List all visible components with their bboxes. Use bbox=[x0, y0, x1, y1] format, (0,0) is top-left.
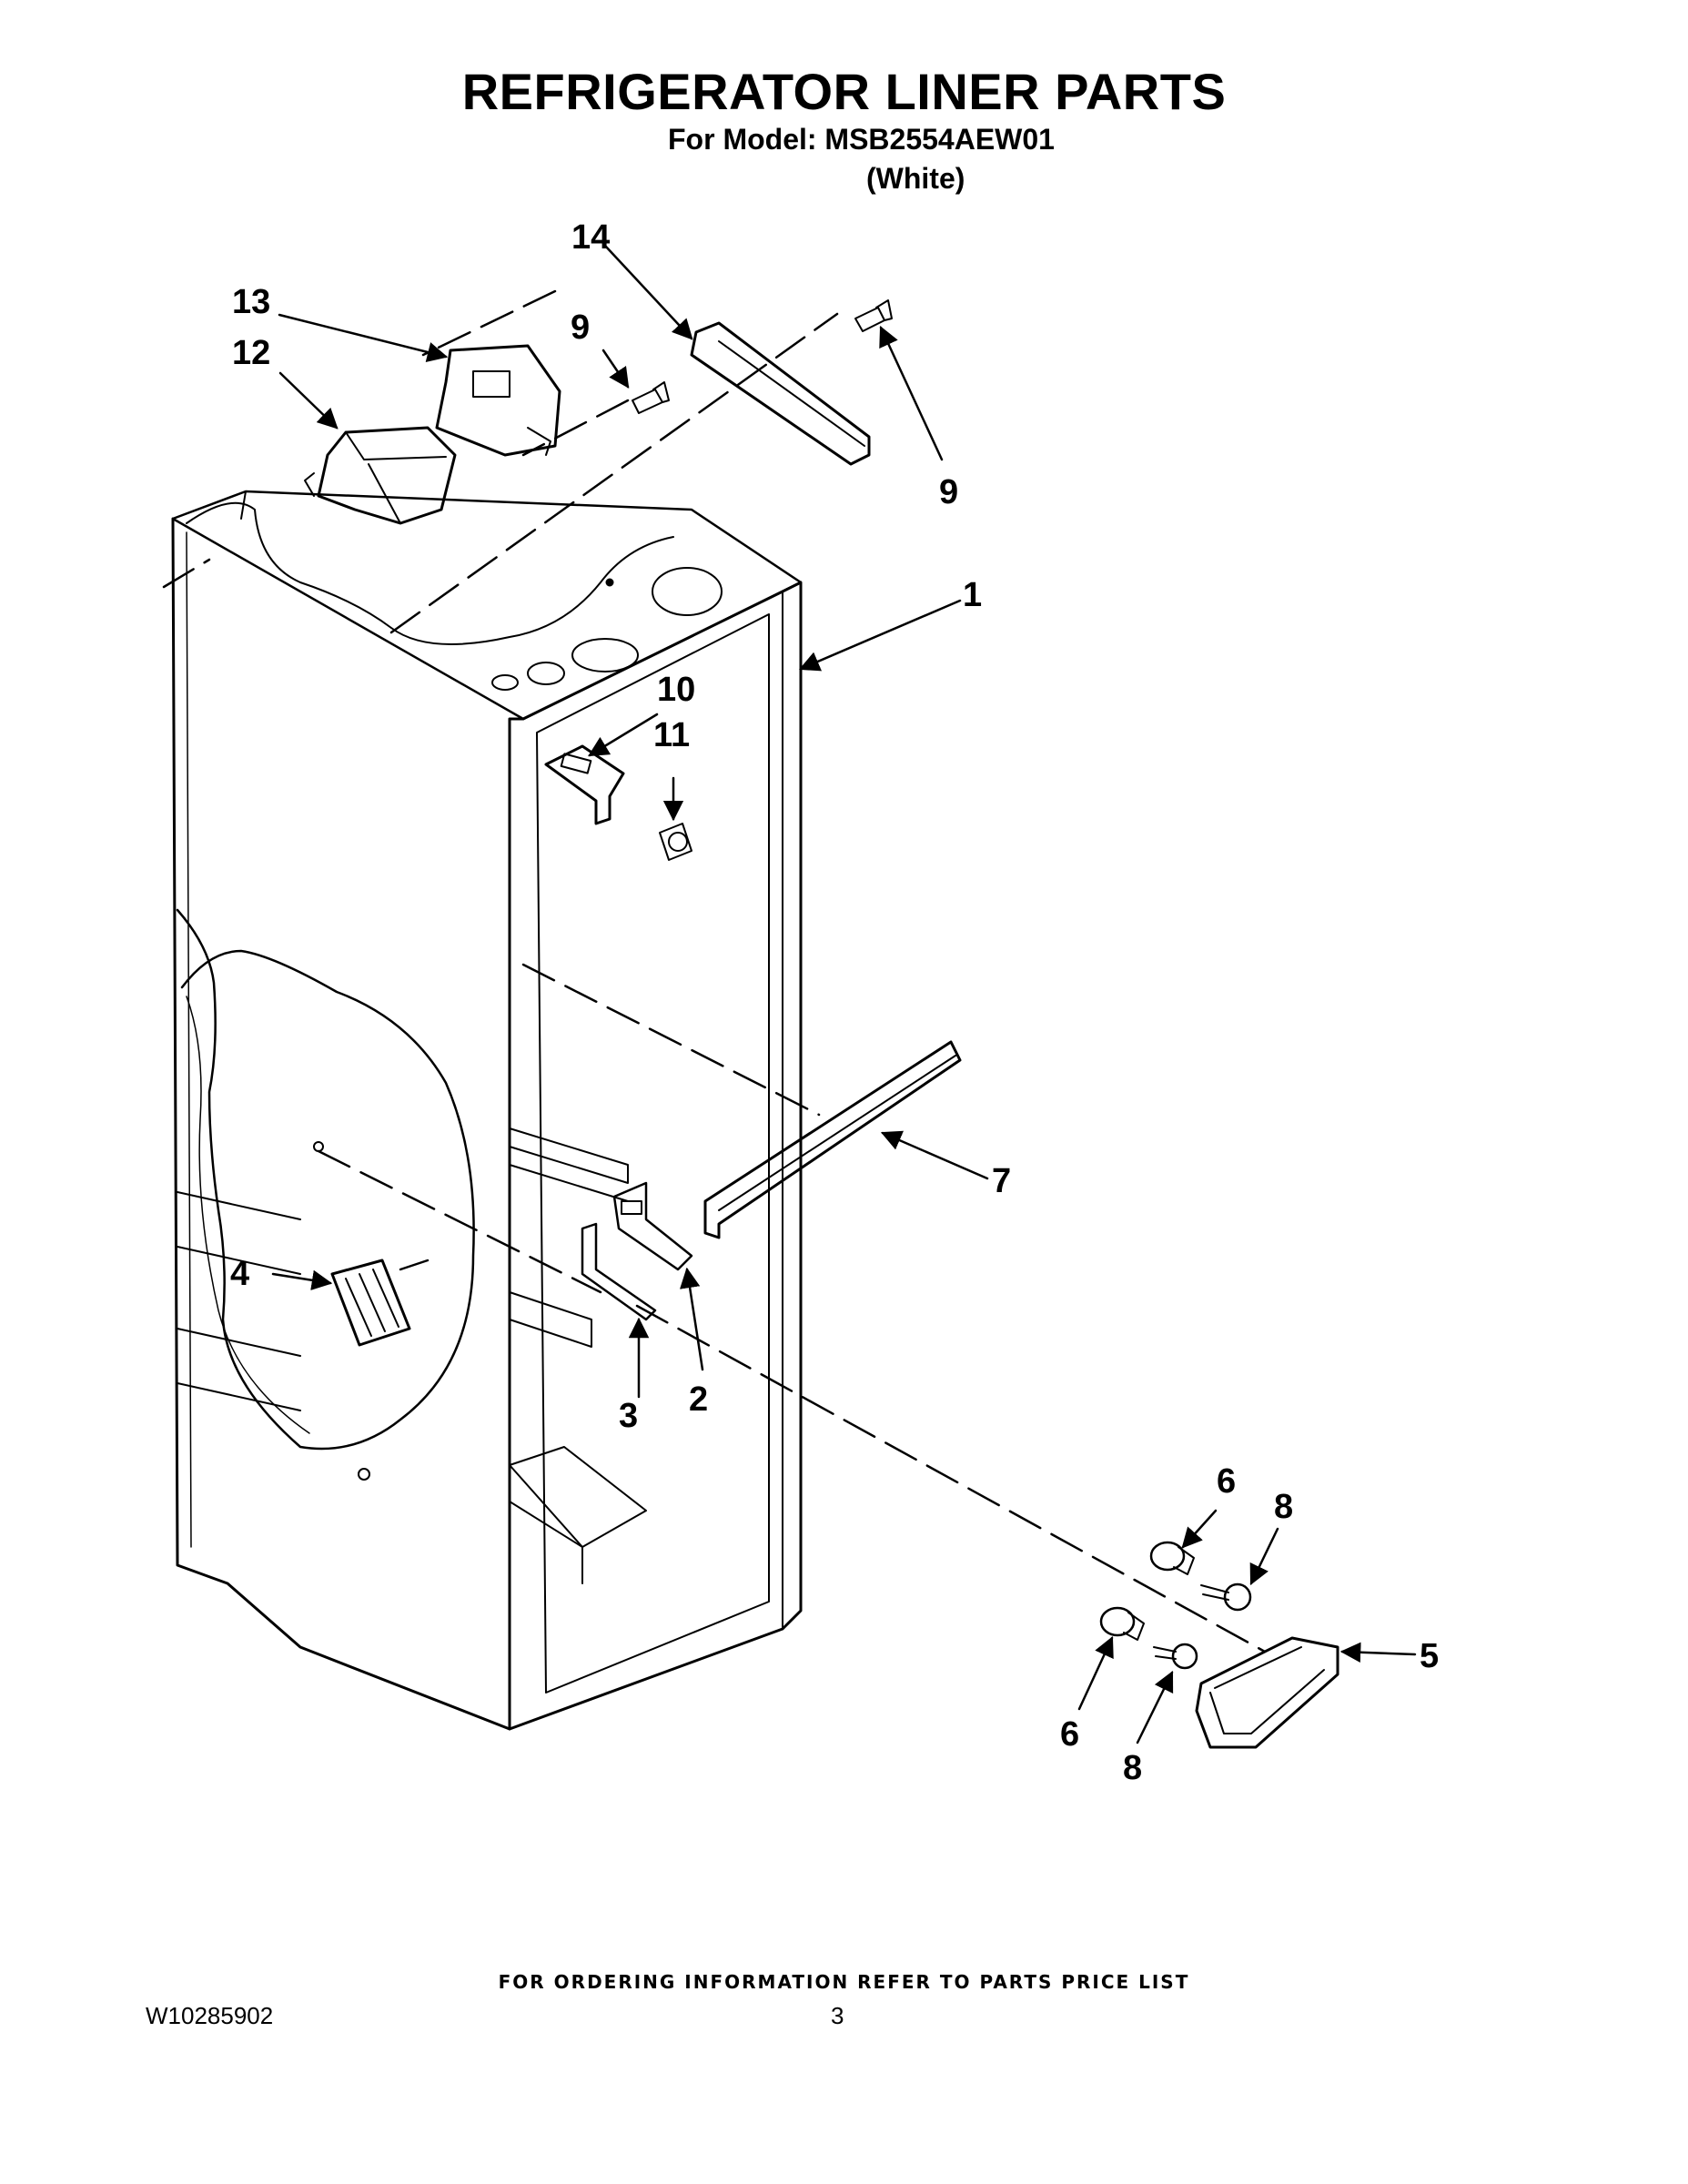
screw-9-left bbox=[632, 381, 670, 414]
top-bracket bbox=[690, 321, 871, 466]
screw-9-right bbox=[854, 299, 893, 332]
callout-6-upper: 6 bbox=[1217, 1462, 1236, 1501]
callout-12: 12 bbox=[232, 334, 270, 372]
screw-11 bbox=[659, 823, 692, 861]
color-note: (White) bbox=[866, 162, 965, 195]
callout-11: 11 bbox=[653, 716, 690, 754]
light-housing-5 bbox=[1195, 1636, 1339, 1749]
callout-7: 7 bbox=[992, 1162, 1011, 1200]
refrigerator-liner bbox=[171, 490, 803, 1731]
bracket-2 bbox=[612, 1181, 693, 1271]
model-line: For Model: MSB2554AEW01 bbox=[668, 123, 1055, 156]
control-housing bbox=[304, 426, 457, 525]
callout-9-right: 9 bbox=[939, 473, 958, 511]
callout-numbers: 1 2 3 4 5 6 6 7 8 8 9 9 10 11 12 13 14 bbox=[230, 218, 1439, 1787]
callout-1: 1 bbox=[963, 576, 982, 614]
document-number: W10285902 bbox=[146, 2002, 274, 2029]
callout-8-upper: 8 bbox=[1274, 1488, 1293, 1526]
callout-5: 5 bbox=[1420, 1637, 1439, 1675]
bracket-10 bbox=[544, 744, 625, 825]
callout-13: 13 bbox=[232, 283, 270, 321]
socket-6-lower bbox=[1099, 1606, 1145, 1641]
callout-4: 4 bbox=[230, 1255, 249, 1293]
grille-4 bbox=[330, 1259, 411, 1347]
page-title: REFRIGERATOR LINER PARTS bbox=[461, 63, 1227, 120]
callout-9-left: 9 bbox=[571, 308, 590, 347]
callout-3: 3 bbox=[619, 1397, 638, 1435]
leader-arrows bbox=[271, 244, 1417, 1744]
socket-6-upper bbox=[1149, 1541, 1195, 1575]
callout-14: 14 bbox=[571, 218, 610, 257]
bracket-3 bbox=[581, 1222, 657, 1321]
callout-6-lower: 6 bbox=[1060, 1715, 1079, 1754]
callout-2: 2 bbox=[689, 1380, 708, 1419]
ordering-note: FOR ORDERING INFORMATION REFER TO PARTS … bbox=[498, 1971, 1190, 1993]
shelf-support-7 bbox=[703, 1040, 962, 1239]
housing-cover bbox=[435, 344, 561, 457]
bulb-8-lower bbox=[1153, 1643, 1198, 1670]
callout-10: 10 bbox=[657, 671, 695, 709]
page-number: 3 bbox=[831, 2002, 844, 2029]
bulb-8-upper bbox=[1200, 1582, 1252, 1612]
callout-8-lower: 8 bbox=[1123, 1749, 1142, 1787]
